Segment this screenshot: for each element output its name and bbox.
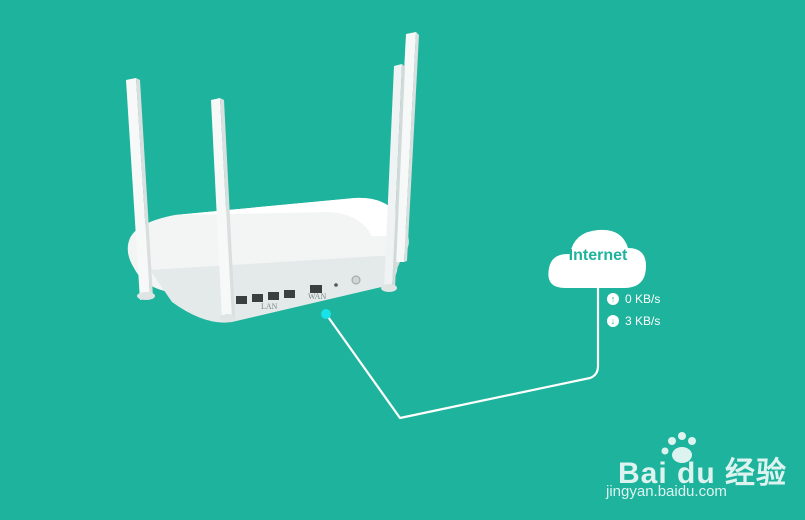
watermark-url: jingyan.baidu.com — [606, 483, 727, 500]
router — [126, 32, 419, 323]
arrow-up-circle-icon: ↑ — [607, 293, 619, 305]
download-speed: ↓ 3 KB/s — [607, 314, 660, 328]
upload-speed-value: 0 KB/s — [625, 292, 661, 306]
baidu-paw-logo — [661, 432, 696, 463]
wan-port-label: WAN — [308, 292, 327, 301]
lan-port-label: LAN — [261, 302, 278, 311]
download-speed-value: 3 KB/s — [625, 314, 661, 328]
upload-speed: ↑ 0 KB/s — [607, 292, 660, 306]
internet-label: Internet — [568, 247, 628, 264]
wan-connector-dot — [321, 309, 331, 319]
cloud-icon — [548, 229, 646, 288]
network-cable — [325, 288, 600, 420]
arrow-down-circle-icon: ↓ — [607, 315, 619, 327]
watermark-logo: Bai du 经验 — [618, 457, 788, 490]
